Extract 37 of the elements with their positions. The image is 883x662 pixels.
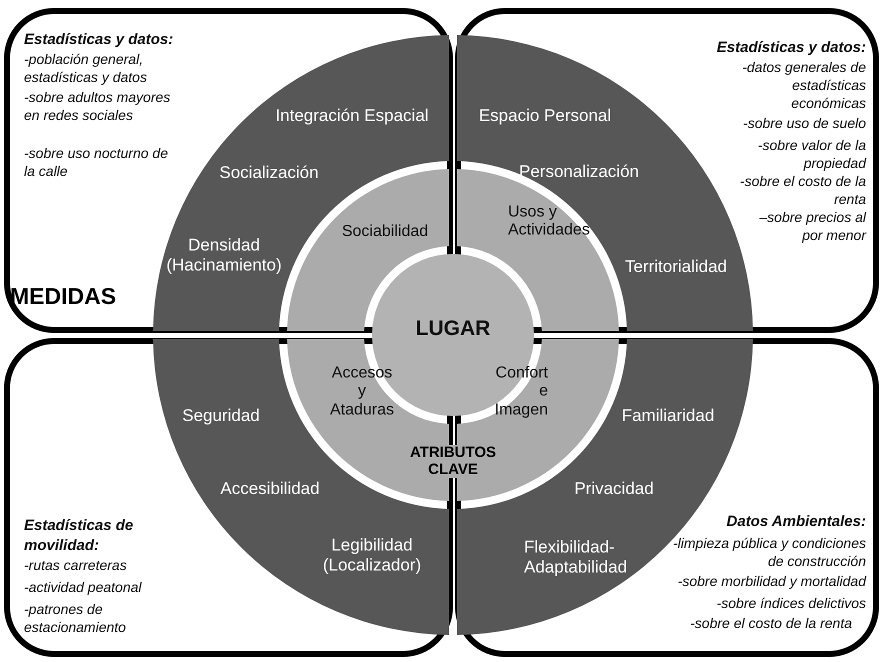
data-item: -sobre uso de suelo	[742, 114, 866, 132]
measure-label: Seguridad	[181, 406, 261, 426]
data-item: -datos generales de estadísticas económicas	[741, 58, 866, 113]
data-item: -sobre morbilidad y mortalidad	[676, 572, 866, 590]
panel-heading: Estadísticas y datos:	[716, 38, 866, 58]
measure-label: Integración Espacial	[274, 106, 430, 126]
panel-heading: Estadísticas de movilidad:	[24, 516, 134, 555]
measure-label: Familiaridad	[620, 406, 716, 426]
measure-label: Territorialidad	[624, 257, 728, 277]
attribute-label: Confort e Imagen	[494, 364, 548, 420]
data-item: -sobre adultos mayores en redes sociales	[24, 88, 172, 124]
panel-heading: Estadísticas y datos:	[24, 30, 174, 50]
panel-heading: Datos Ambientales:	[726, 512, 866, 532]
measure-label: Densidad (Hacinamiento)	[165, 235, 283, 275]
data-item: -sobre el costo de la renta	[738, 172, 866, 208]
attribute-label: Usos y Actividades	[508, 204, 591, 240]
attribute-label: Accesos y Ataduras	[328, 364, 396, 420]
measure-label: Legibilidad (Localizador)	[322, 535, 422, 575]
data-item: -sobre uso nocturno de la calle	[24, 144, 169, 180]
data-item: -sobre valor de la propiedad	[756, 136, 866, 172]
measure-label: Personalización	[518, 162, 640, 182]
data-item: -población general, estadísticas y datos	[24, 50, 148, 86]
attribute-label: Sociabilidad	[340, 222, 430, 242]
data-item: –sobre precios al por menor	[758, 208, 866, 244]
data-item: -actividad peatonal	[24, 578, 143, 596]
measure-label: Flexibilidad- Adaptabilidad	[524, 537, 628, 577]
data-item: -rutas carreteras	[24, 556, 128, 574]
section-title: MEDIDAS	[10, 284, 118, 310]
data-item: -sobre índices delictivos	[716, 594, 866, 612]
data-item: -limpieza pública y condiciones de construcción	[672, 534, 866, 570]
measure-label: Espacio Personal	[478, 106, 612, 126]
center-title: LUGAR	[414, 316, 492, 342]
data-item: -sobre el costo de la renta	[689, 614, 852, 632]
data-item: -patrones de estacionamiento	[24, 600, 127, 636]
measure-label: Privacidad	[573, 479, 655, 499]
measure-label: Accesibilidad	[219, 479, 321, 499]
measure-label: Socialización	[218, 163, 320, 183]
